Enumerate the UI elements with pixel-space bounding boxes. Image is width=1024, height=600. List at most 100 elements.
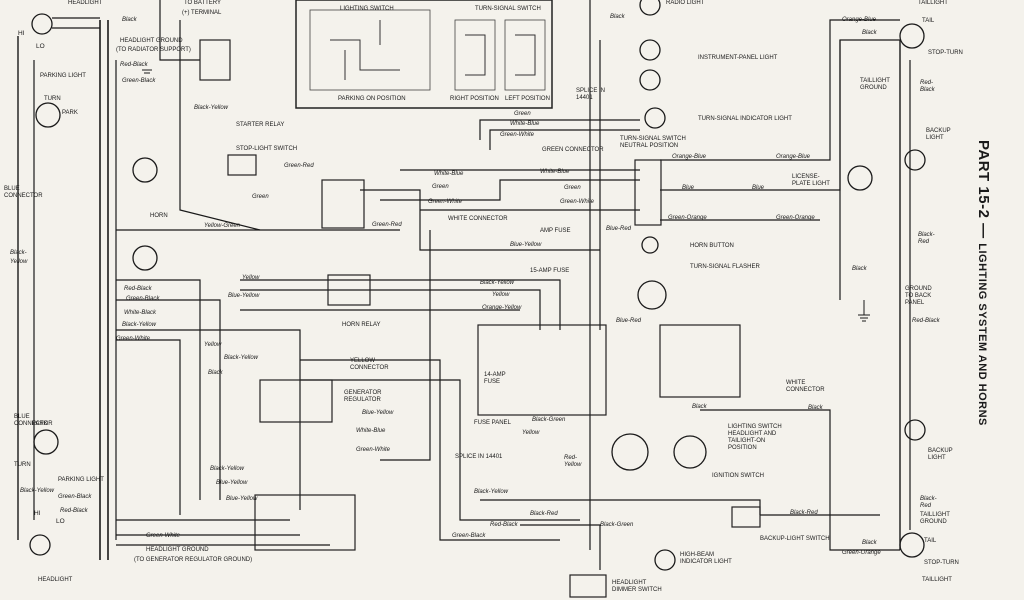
wire-label: Green-White bbox=[116, 336, 151, 342]
part-subtitle: LIGHTING SYSTEM AND HORNS bbox=[976, 243, 988, 426]
label-tail-top: TAIL bbox=[922, 18, 935, 24]
wire-label: White-Blue bbox=[434, 171, 464, 177]
wire-label: Black-Red bbox=[920, 496, 937, 509]
wire-label: Black-Yellow bbox=[480, 280, 515, 286]
instrument-light-1 bbox=[639, 39, 661, 61]
wire-label: White-Blue bbox=[540, 169, 570, 175]
wire-label: Green-Black bbox=[58, 494, 92, 500]
wire-headlight-top bbox=[52, 17, 100, 29]
label-turn-top: TURN bbox=[44, 96, 61, 102]
wire-label: Blue-Yellow bbox=[226, 496, 258, 502]
label-turn-bottom: TURN bbox=[14, 462, 31, 468]
label-to-radiator-support: (TO RADIATOR SUPPORT) bbox=[116, 47, 191, 53]
label-starter-relay: STARTER RELAY bbox=[236, 122, 285, 128]
instrument-light-2 bbox=[639, 69, 661, 91]
backup-light-switch-box bbox=[731, 506, 761, 528]
label-instrument-panel-light: INSTRUMENT-PANEL LIGHT bbox=[698, 55, 778, 61]
horn-top bbox=[132, 157, 158, 183]
wire-label: Black bbox=[808, 405, 823, 411]
horn-bottom bbox=[132, 245, 158, 271]
wire-right-2 bbox=[660, 39, 900, 191]
wire-bottom-center-2 bbox=[520, 524, 601, 570]
wire-label: Blue bbox=[682, 185, 695, 191]
label-taillight-ground-top: TAILLIGHT GROUND bbox=[860, 78, 890, 91]
inset-turn-left-frame bbox=[454, 19, 496, 91]
wire-label: White-Blue bbox=[356, 428, 386, 434]
headlight-bottom-lamp bbox=[29, 534, 51, 556]
wire-label: Green-White bbox=[428, 199, 463, 205]
label-lo-bottom: LO bbox=[56, 518, 65, 525]
label-taillight-ground-bottom: TAILLIGHT GROUND bbox=[920, 512, 950, 525]
inset-right-position-label: RIGHT POSITION bbox=[450, 96, 499, 102]
backup-light-top-lamp bbox=[904, 149, 926, 171]
wire-label: Orange-Blue bbox=[776, 154, 811, 160]
label-to-battery: TO BATTERY bbox=[184, 0, 222, 6]
wire-label: Black-Red bbox=[530, 511, 558, 517]
part-number: PART 15-2 bbox=[975, 140, 992, 219]
wire-label: Black bbox=[122, 17, 137, 23]
wire-label: Green-Red bbox=[284, 163, 314, 169]
label-backup-light-top: BACKUP LIGHT bbox=[926, 128, 951, 141]
wire-label: Red-Black bbox=[920, 80, 935, 93]
wire-label: Green-Orange bbox=[776, 215, 815, 221]
wire-label: Blue bbox=[752, 185, 765, 191]
turn-signal-neutral-box bbox=[634, 159, 662, 226]
wire-label: Black bbox=[610, 14, 625, 20]
ignition-switch-left bbox=[611, 433, 649, 471]
wire-h3 bbox=[116, 299, 221, 500]
taillight-top-lamp bbox=[899, 23, 925, 49]
label-stop-light-switch: STOP-LIGHT SWITCH bbox=[236, 146, 298, 152]
wire-label: Yellow-Green bbox=[204, 223, 241, 229]
inset-lighting-switch-label: LIGHTING SWITCH bbox=[340, 6, 394, 12]
wire-label: Blue-Yellow bbox=[216, 480, 248, 486]
ground-left-top bbox=[142, 69, 152, 74]
wire-label: Yellow bbox=[522, 430, 540, 436]
wire-label: Black-Yellow bbox=[194, 105, 229, 111]
wire-label: Black-Yellow bbox=[210, 466, 245, 472]
wire-label: Orange-Blue bbox=[842, 17, 877, 23]
label-yellow-connector: YELLOW CONNECTOR bbox=[350, 358, 389, 371]
connector-block-mid bbox=[321, 179, 365, 229]
stop-light-switch-box bbox=[227, 154, 257, 176]
wire-label: Green-White bbox=[500, 132, 535, 138]
wire-label: Yellow bbox=[204, 342, 222, 348]
wire-label: Red-Black bbox=[120, 62, 148, 68]
wire-label: Red-Black bbox=[124, 286, 152, 292]
wire-label: Green-Black bbox=[126, 296, 160, 302]
label-generator-regulator: GENERATOR REGULATOR bbox=[344, 390, 382, 403]
inset-lighting-switch-frame bbox=[309, 9, 431, 91]
fuse-panel-box bbox=[477, 324, 607, 416]
label-parking-light-top: PARKING LIGHT bbox=[40, 73, 86, 79]
turn-indicator-lamp bbox=[644, 107, 666, 129]
wire-label: Black-Green bbox=[532, 417, 566, 423]
backup-light-bottom-lamp bbox=[904, 419, 926, 441]
wire-bottom-center bbox=[480, 499, 761, 515]
wire-label: Green-White bbox=[560, 199, 595, 205]
label-headlight-ground-bottom: HEADLIGHT GROUND bbox=[146, 547, 209, 553]
ground-back-panel bbox=[858, 300, 870, 322]
connector-block-bottom bbox=[254, 494, 356, 551]
label-splice-top: SPLICE IN 14401 bbox=[576, 88, 606, 101]
wire-label: Black-Yellow bbox=[20, 488, 55, 494]
label-headlight-bottom: HEADLIGHT bbox=[38, 577, 73, 583]
label-15-amp-fuse: 15-AMP FUSE bbox=[530, 268, 570, 274]
label-backup-light-switch: BACKUP-LIGHT SWITCH bbox=[760, 536, 830, 542]
inset-box bbox=[295, 0, 553, 109]
label-blue-connector-top: BLUE CONNECTOR bbox=[4, 186, 43, 199]
label-horn: HORN bbox=[150, 213, 168, 219]
wire-central-f bbox=[360, 189, 600, 251]
label-headlight-top: HEADLIGHT bbox=[68, 0, 103, 6]
wire-label: Black bbox=[852, 266, 867, 272]
wire-right-4 bbox=[700, 409, 900, 551]
label-high-beam-indicator: HIGH-BEAM INDICATOR LIGHT bbox=[680, 552, 732, 565]
label-horn-button: HORN BUTTON bbox=[690, 243, 734, 249]
label-turn-signal-neutral: TURN-SIGNAL SWITCH NEUTRAL POSITION bbox=[620, 136, 686, 149]
wire-central-i bbox=[479, 119, 640, 140]
wire-label: Black- bbox=[10, 250, 27, 256]
inset-turn-right-frame bbox=[504, 19, 546, 91]
wire-label: Blue-Yellow bbox=[228, 293, 260, 299]
wire-label: Black-Yellow bbox=[474, 489, 509, 495]
label-14-amp-fuse: 14-AMP FUSE bbox=[484, 372, 506, 385]
wire-label: Black bbox=[208, 370, 223, 376]
label-turn-signal-flasher: TURN-SIGNAL FLASHER bbox=[690, 264, 760, 270]
